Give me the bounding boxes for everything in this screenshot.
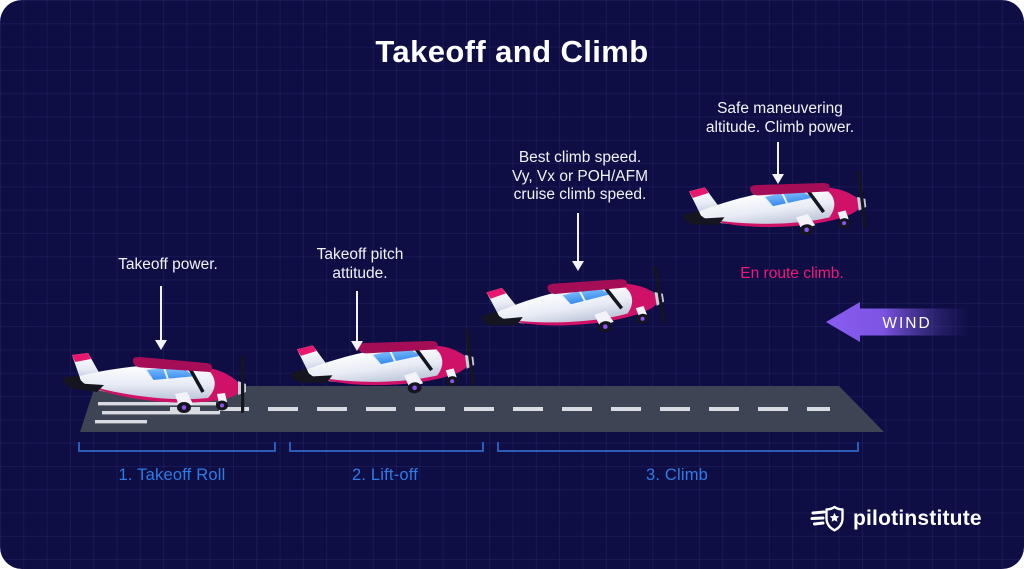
annotation-takeoff-pitch: Takeoff pitch attitude. xyxy=(316,246,404,282)
phase-label-liftoff: 2. Lift-off xyxy=(351,466,419,484)
pilot-institute-logo: pilotinstitute xyxy=(810,505,982,532)
phase-label-climb: 3. Climb xyxy=(645,466,709,484)
winged-star-shield-icon xyxy=(810,505,844,532)
runway-threshold-stripes xyxy=(95,402,220,424)
annotation-best-climb: Best climb speed. Vy, Vx or POH/AFM crui… xyxy=(511,149,649,203)
airplane-icon-climb xyxy=(474,261,670,353)
phase-bracket-1 xyxy=(78,442,276,452)
phase-bracket-2 xyxy=(289,442,484,452)
annotation-safe-altitude: Safe maneuvering altitude. Climb power. xyxy=(705,100,855,136)
down-arrow-icon xyxy=(155,286,167,350)
wind-label: WIND xyxy=(882,315,931,332)
logo-text: pilotinstitute xyxy=(853,506,982,530)
runway xyxy=(80,386,884,432)
annotation-en-route: En route climb. xyxy=(740,265,844,282)
phase-bracket-3 xyxy=(497,442,859,452)
down-arrow-icon xyxy=(351,291,363,351)
annotation-takeoff-power: Takeoff power. xyxy=(118,256,218,273)
phase-label-takeoff-roll: 1. Takeoff Roll xyxy=(118,466,226,484)
wind-arrow-icon: WIND xyxy=(826,300,968,344)
page-title: Takeoff and Climb xyxy=(375,34,649,69)
down-arrow-icon xyxy=(572,213,584,271)
down-arrow-icon xyxy=(772,142,784,184)
